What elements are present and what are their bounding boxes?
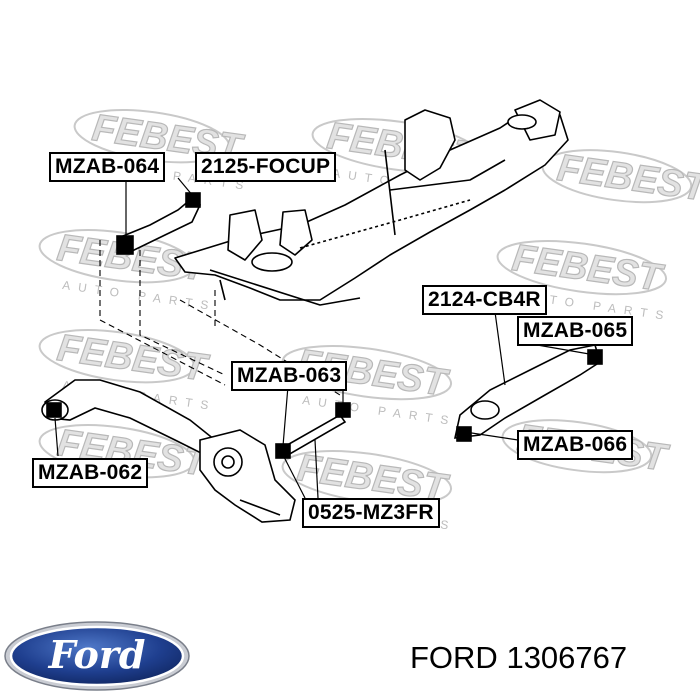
upper-arm (116, 192, 202, 255)
ford-logo: Ford (4, 621, 190, 691)
label-mzab-062: MZAB-062 (32, 458, 149, 488)
svg-text:Ford: Ford (48, 632, 146, 677)
label-mzab-063: MZAB-063 (231, 361, 348, 391)
caption: FORD 1306767 (410, 640, 627, 676)
lower-control-arm (41, 379, 217, 457)
label-mzab-064: MZAB-064 (49, 152, 166, 182)
leader-lines (54, 177, 596, 499)
subframe (174, 99, 569, 306)
label-mzab-065: MZAB-065 (517, 316, 634, 346)
caption-brand: FORD (410, 640, 498, 675)
svg-text:FEBEST: FEBEST (555, 147, 700, 210)
label-2124-cb4r: 2124-CB4R (422, 285, 547, 315)
label-mzab-066: MZAB-066 (517, 430, 634, 460)
label-2125-focup: 2125-FOCUP (195, 152, 337, 182)
knuckle (199, 429, 296, 523)
label-0525-mz3fr: 0525-MZ3FR (302, 498, 440, 528)
caption-part-number: 1306767 (506, 640, 628, 675)
trailing-arm (453, 344, 603, 442)
